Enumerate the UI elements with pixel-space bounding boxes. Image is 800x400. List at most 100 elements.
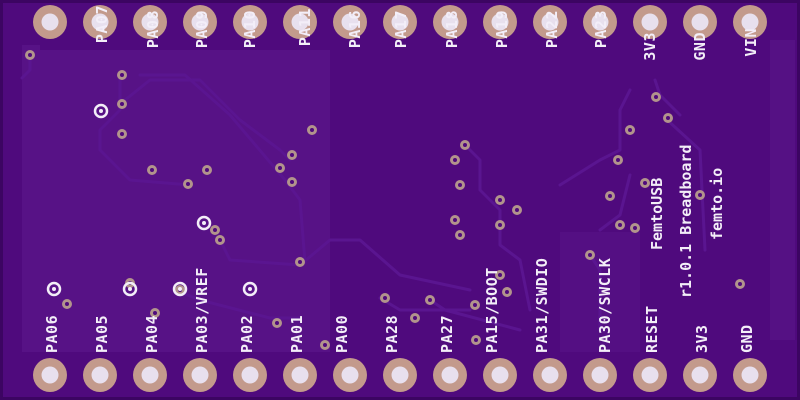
bottom-pin-label-pa00: PA00 [333, 314, 351, 353]
via-hole-11 [290, 180, 294, 184]
copper-trace-11 [588, 253, 602, 332]
top-header-hole-14 [691, 13, 709, 31]
top-header-hole-15 [741, 13, 759, 31]
bottom-pin-label-3v3: 3V3 [693, 324, 711, 353]
analog-pin-marker-center-6 [248, 287, 252, 291]
top-header-hole-13 [641, 13, 659, 31]
via-hole-39 [213, 228, 217, 232]
bottom-pin-label-pa28: PA28 [383, 314, 401, 353]
via-hole-29 [738, 282, 742, 286]
via-hole-16 [498, 198, 502, 202]
via-hole-42 [65, 302, 69, 306]
top-header-hole-1 [41, 13, 59, 31]
via-hole-21 [618, 223, 622, 227]
via-hole-33 [473, 303, 477, 307]
bottom-header-hole-10 [491, 366, 509, 384]
bottom-header-hole-6 [291, 366, 309, 384]
via-hole-13 [453, 158, 457, 162]
top-pin-label-pa07: PA07 [93, 5, 111, 44]
via-hole-35 [428, 298, 432, 302]
via-hole-10 [278, 166, 282, 170]
via-hole-36 [383, 296, 387, 300]
via-hole-6 [205, 168, 209, 172]
via-hole-26 [666, 116, 670, 120]
bottom-header-hole-14 [691, 366, 709, 384]
top-pin-label-gnd: GND [691, 32, 709, 61]
analog-pin-marker-1 [93, 103, 109, 119]
analog-pin-marker-center-5 [178, 287, 182, 291]
via-hole-24 [616, 158, 620, 162]
copper-trace-3 [118, 78, 292, 162]
via-hole-18 [458, 233, 462, 237]
via-hole-17 [515, 208, 519, 212]
via-hole-9 [290, 153, 294, 157]
analog-pin-marker-6 [242, 281, 258, 297]
bottom-header-hole-8 [391, 366, 409, 384]
analog-pin-marker-center-4 [128, 287, 132, 291]
bottom-pin-label-pa02: PA02 [238, 314, 256, 353]
copper-trace-9 [598, 173, 632, 232]
top-pin-label-pa17: PA17 [392, 10, 410, 49]
top-pin-label-pa16: PA16 [346, 10, 364, 49]
analog-pin-marker-5 [172, 281, 188, 297]
top-pin-label-pa11: PA11 [296, 8, 314, 47]
bottom-pin-label-pa27: PA27 [438, 314, 456, 353]
via-hole-38 [218, 238, 222, 242]
top-header-hole-12 [591, 13, 609, 31]
via-hole-15 [453, 218, 457, 222]
copper-trace-6 [173, 288, 302, 320]
top-header-hole-5 [241, 13, 259, 31]
via-hole-37 [298, 260, 302, 264]
bottom-header-hole-13 [641, 366, 659, 384]
bottom-header-hole-1 [41, 366, 59, 384]
top-pin-label-pa22: PA22 [543, 10, 561, 49]
via-hole-44 [153, 311, 157, 315]
via-hole-20 [608, 194, 612, 198]
top-pin-label-pa23: PA23 [592, 10, 610, 49]
bottom-pin-label-pa03-vref: PA03/VREF [193, 267, 211, 353]
analog-pin-marker-center-2 [202, 221, 206, 225]
via-hole-28 [698, 193, 702, 197]
analog-pin-marker-center-3 [52, 287, 56, 291]
top-pin-label-pa09: PA09 [193, 10, 211, 49]
top-pin-label-pa10: PA10 [241, 10, 259, 49]
bottom-pin-label-pa01: PA01 [288, 314, 306, 353]
via-hole-23 [628, 128, 632, 132]
via-hole-41 [275, 321, 279, 325]
copper-pour-left [22, 45, 330, 352]
via-hole-30 [588, 253, 592, 257]
bottom-header-hole-4 [191, 366, 209, 384]
bottom-header-hole-7 [341, 366, 359, 384]
top-header-hole-10 [491, 13, 509, 31]
board-product-name: FemtoUSB [648, 177, 666, 250]
via-hole-27 [643, 181, 647, 185]
via-hole-5 [150, 168, 154, 172]
board-website: femto.io [708, 167, 726, 240]
bottom-pin-label-pa31-swdio: PA31/SWDIO [533, 257, 551, 353]
analog-pin-marker-3 [46, 281, 62, 297]
top-header-hole-2 [91, 13, 109, 31]
copper-trace-7 [463, 143, 532, 312]
via-hole-14 [458, 183, 462, 187]
top-header-hole-4 [191, 13, 209, 31]
bottom-header-hole-15 [741, 366, 759, 384]
via-hole-19 [498, 223, 502, 227]
analog-pin-marker-4 [122, 281, 138, 297]
via-hole-4 [120, 132, 124, 136]
via-hole-1 [28, 53, 32, 57]
bottom-pin-label-pa30-swclk: PA30/SWCLK [596, 257, 614, 353]
bottom-header-hole-3 [141, 366, 159, 384]
top-header-hole-3 [141, 13, 159, 31]
top-header-hole-7 [341, 13, 359, 31]
bottom-header-hole-11 [541, 366, 559, 384]
via-hole-46 [474, 338, 478, 342]
top-header-hole-8 [391, 13, 409, 31]
copper-trace-12 [663, 116, 707, 252]
analog-pin-marker-center-1 [99, 109, 103, 113]
bottom-pin-label-pa04: PA04 [143, 314, 161, 353]
via-hole-32 [505, 290, 509, 294]
via-hole-25 [654, 95, 658, 99]
copper-trace-4 [138, 73, 307, 264]
board-version: r1.0.1 Breadboard [677, 144, 695, 298]
analog-pin-marker-2 [196, 215, 212, 231]
